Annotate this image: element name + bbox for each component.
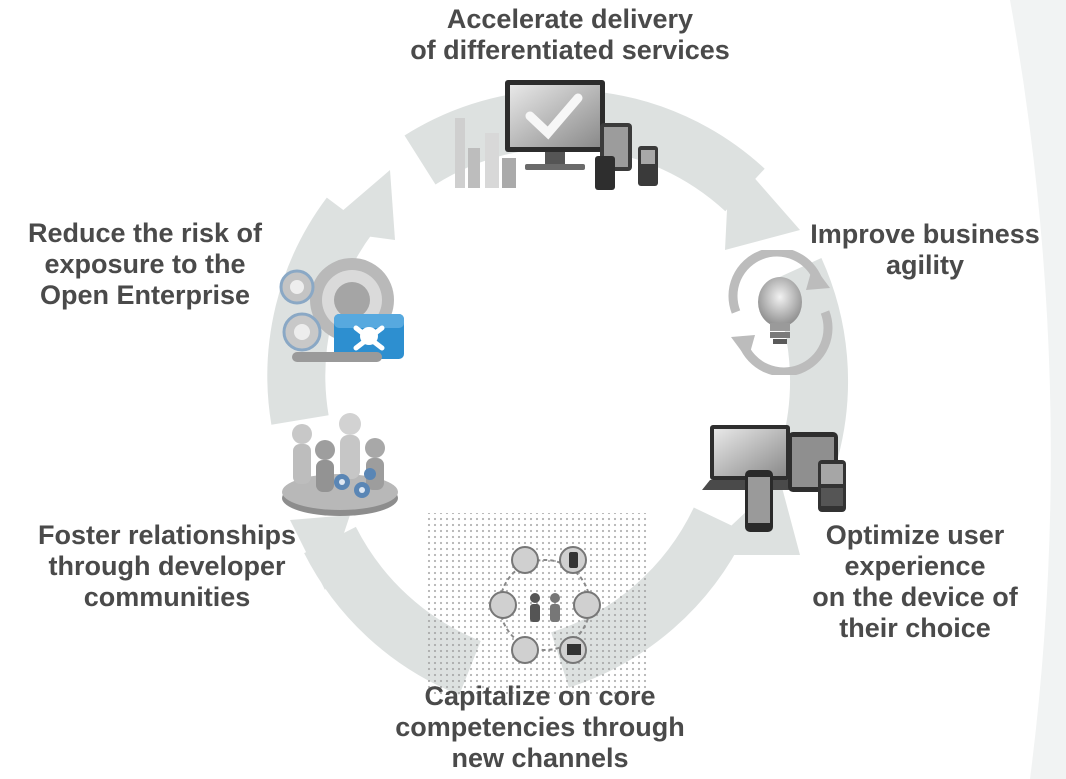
devices-display-icon <box>455 80 658 190</box>
arrowhead-icon <box>725 150 800 250</box>
label-line: on the device of <box>812 582 1018 612</box>
label-line: exposure to the <box>44 249 246 279</box>
step-label-capitalize: Capitalize on core competencies through … <box>340 681 740 774</box>
label-line: experience <box>844 551 986 581</box>
step-label-accelerate: Accelerate delivery of differentiated se… <box>360 4 780 66</box>
label-line: agility <box>885 250 965 280</box>
lightbulb-cycle-icon <box>728 250 833 375</box>
step-label-reduce-risk: Reduce the risk of exposure to the Open … <box>0 218 290 311</box>
label-line: through developer <box>48 551 286 581</box>
arrowhead-icon <box>320 170 395 240</box>
label-line: Foster relationships <box>37 520 297 550</box>
label-line: of differentiated services <box>410 35 730 65</box>
ring-arrowheads <box>290 150 800 590</box>
arrowhead-icon <box>290 515 350 590</box>
step-label-agility: Improve business agility <box>780 219 1066 281</box>
label-line: Capitalize on core <box>424 681 656 711</box>
label-line: new channels <box>451 743 629 773</box>
label-line: Optimize user <box>825 520 1005 550</box>
label-line: Reduce the risk of <box>27 218 263 248</box>
label-line: competencies through <box>395 712 685 742</box>
security-gears-icon <box>279 258 404 362</box>
step-label-foster: Foster relationships through developer c… <box>2 520 332 613</box>
background-band <box>1010 0 1066 779</box>
label-line: communities <box>83 582 251 612</box>
multi-device-icon <box>702 425 846 532</box>
step-label-optimize: Optimize user experience on the device o… <box>770 520 1060 644</box>
label-line: Improve business <box>810 219 1040 249</box>
label-line: Open Enterprise <box>39 280 251 310</box>
label-line: their choice <box>839 613 991 643</box>
developer-community-icon <box>282 413 398 516</box>
label-line: Accelerate delivery <box>446 4 694 34</box>
service-network-icon <box>489 546 601 664</box>
